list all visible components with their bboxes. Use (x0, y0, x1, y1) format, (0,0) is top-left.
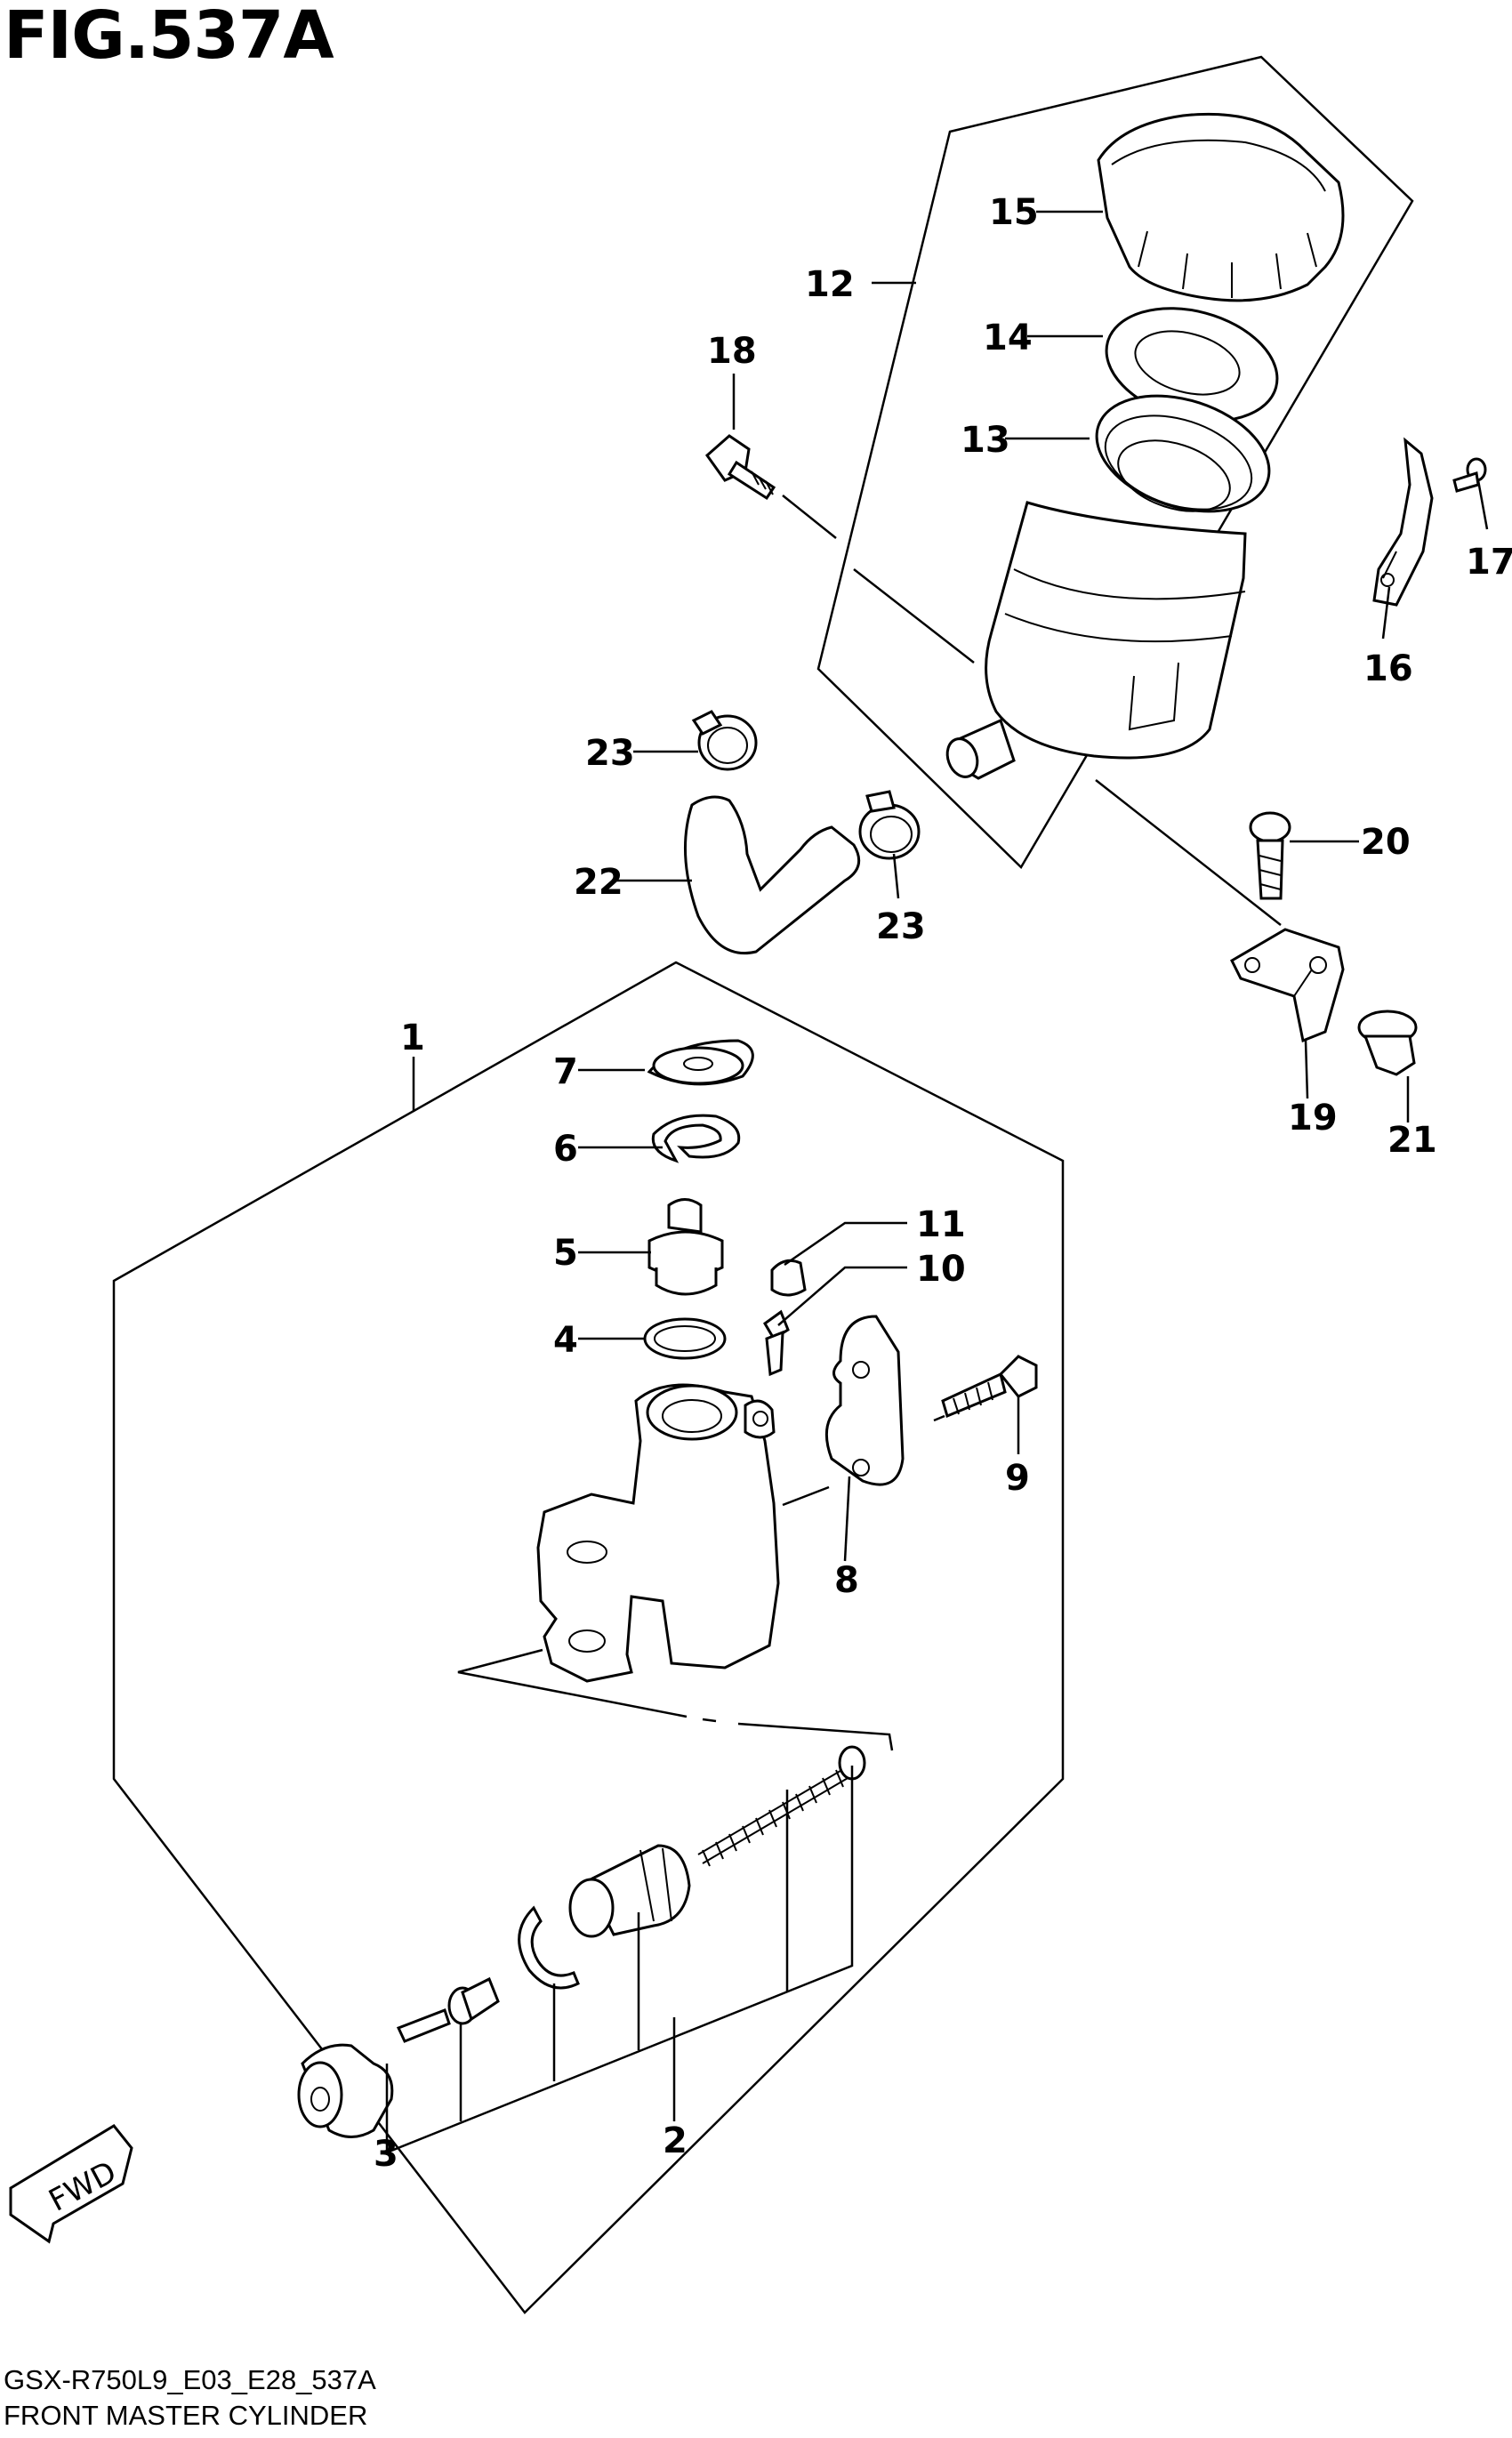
callout-20: 20 (1361, 822, 1411, 863)
callout-12: 12 (805, 264, 855, 305)
callout-9: 9 (1005, 1458, 1030, 1499)
callout-15: 15 (989, 192, 1039, 233)
master-cylinder-body (536, 1383, 780, 1683)
fwd-arrow: FWD (9, 2124, 133, 2244)
figure-title: FIG.537A (4, 0, 334, 74)
callout-5: 5 (553, 1233, 578, 1274)
reservoir-cap (1097, 112, 1345, 302)
callout-1: 1 (400, 1018, 425, 1058)
drawing-code: GSX-R750L9_E03_E28_537A (4, 2364, 376, 2395)
reservoir-fitting-5 (647, 1198, 724, 1296)
bolt-9 (941, 1355, 1038, 1419)
reservoir-body (945, 501, 1247, 780)
piston (568, 1844, 691, 1938)
spring (697, 1745, 866, 1867)
callout-16: 16 (1363, 648, 1413, 689)
reservoir-bracket (1230, 928, 1345, 1043)
washer-7 (647, 1039, 754, 1086)
callout-7: 7 (553, 1051, 578, 1092)
bolt-20 (1249, 811, 1291, 900)
drawing-name: FRONT MASTER CYLINDER (4, 2400, 368, 2431)
bleed-valve-10 (763, 1309, 790, 1377)
callout-6: 6 (553, 1129, 578, 1170)
callout-17: 17 (1466, 542, 1512, 583)
callout-22: 22 (574, 862, 623, 903)
reservoir-hose (683, 795, 861, 955)
screw-17 (1452, 457, 1487, 493)
callout-3: 3 (374, 2134, 398, 2175)
hose-clamp-23-lower (858, 790, 921, 860)
callout-14: 14 (983, 318, 1033, 358)
handlebar-holder-8 (824, 1315, 905, 1486)
cap-11 (770, 1259, 807, 1297)
callout-2: 2 (663, 2120, 688, 2161)
o-ring-4 (643, 1317, 727, 1360)
callout-8: 8 (834, 1560, 859, 1601)
callout-11: 11 (916, 1204, 966, 1245)
push-rod (396, 1976, 500, 2043)
callout-10: 10 (916, 1249, 966, 1290)
callout-21: 21 (1387, 1120, 1437, 1161)
master-cylinder-frame (112, 961, 1065, 2314)
hose-clamp-23-upper (691, 710, 758, 771)
callout-19: 19 (1288, 1098, 1338, 1139)
callout-18: 18 (707, 331, 757, 372)
circlip (518, 1905, 580, 1990)
callout-13: 13 (961, 420, 1010, 461)
snap-ring-6 (651, 1114, 741, 1163)
callout-4: 4 (553, 1320, 578, 1361)
callout-23-lower: 23 (876, 906, 926, 947)
collar-21 (1357, 1010, 1418, 1076)
dust-boot-3 (297, 2043, 394, 2138)
callout-23-upper: 23 (585, 733, 635, 774)
bolt-18 (704, 434, 776, 501)
bracket-clamp-16 (1372, 437, 1434, 607)
diaphragm (1095, 394, 1271, 513)
